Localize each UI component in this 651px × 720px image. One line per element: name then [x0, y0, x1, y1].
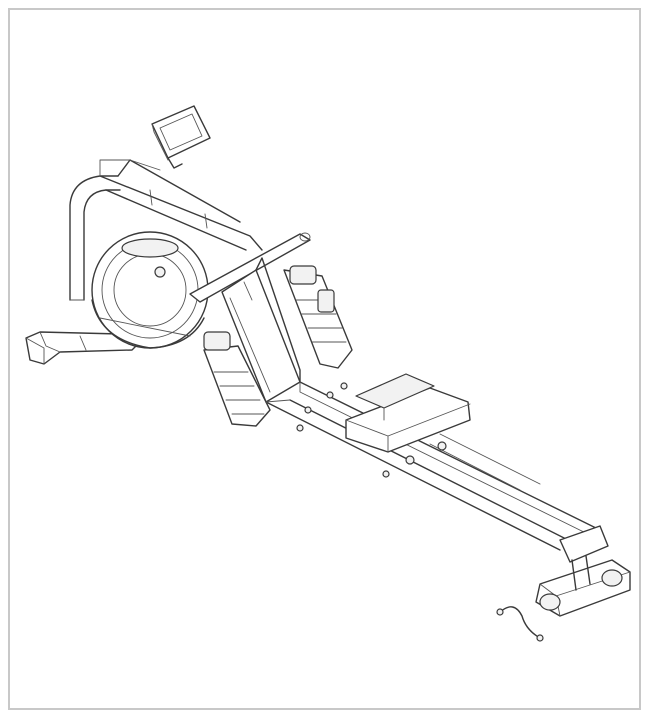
front-frame-hoop: [69, 159, 263, 301]
right-footrest: [283, 265, 353, 369]
row-handle-bar: [189, 232, 311, 303]
front-stabilizer-foot: [25, 331, 141, 365]
monitor-console: [151, 105, 211, 169]
slide-rail: [265, 381, 601, 551]
left-footrest: [203, 331, 271, 427]
water-tank: [91, 231, 209, 349]
sliding-seat: [345, 373, 471, 465]
hardware-cable-loose-part: [496, 606, 544, 642]
rear-stabilizer: [535, 525, 631, 617]
